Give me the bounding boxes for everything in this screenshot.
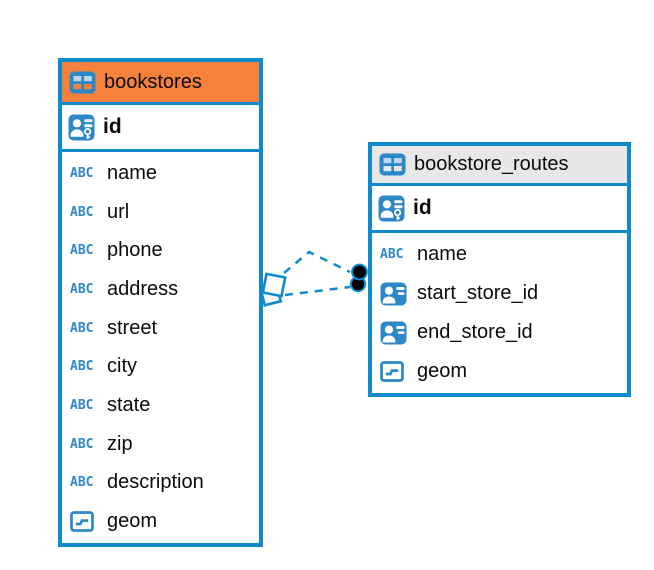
geometry-type-icon — [70, 511, 99, 533]
column-row-street[interactable]: ABC street — [62, 309, 259, 348]
relationship-edge[interactable] — [284, 285, 351, 297]
column-name: phone — [107, 239, 163, 262]
one-end-dot-marker — [349, 263, 368, 293]
column-row-state[interactable]: ABC state — [62, 386, 259, 425]
text-type-icon: ABC — [70, 436, 94, 452]
text-type-icon: ABC — [70, 359, 94, 375]
table-icon — [69, 71, 96, 94]
relationship-edge[interactable] — [283, 250, 351, 274]
table-header-bookstores[interactable]: bookstores — [62, 62, 259, 105]
column-name: id — [413, 196, 432, 219]
text-type-icon: ABC — [70, 204, 94, 220]
many-end-diamond-marker — [259, 272, 287, 307]
primary-key-icon — [68, 114, 95, 141]
table-header-bookstore-routes[interactable]: bookstore_routes — [372, 146, 627, 186]
column-name: city — [107, 355, 137, 378]
table-bookstore-routes[interactable]: bookstore_routes id ABC name start_store_i… — [368, 142, 631, 397]
column-row-end_store_id[interactable]: end_store_id — [372, 313, 627, 352]
column-row-name[interactable]: ABC name — [62, 154, 259, 193]
column-row-address[interactable]: ABC address — [62, 270, 259, 309]
foreign-key-icon — [380, 321, 409, 345]
column-row-url[interactable]: ABC url — [62, 193, 259, 232]
text-type-icon: ABC — [70, 243, 94, 259]
column-name: name — [107, 161, 158, 184]
column-name: state — [107, 394, 151, 417]
table-name: bookstore_routes — [414, 153, 569, 175]
column-name: zip — [107, 432, 133, 455]
column-row-name[interactable]: ABC name — [372, 235, 627, 274]
text-type-icon: ABC — [380, 247, 404, 262]
column-row-geom[interactable]: geom — [62, 502, 259, 541]
column-name: geom — [107, 510, 158, 533]
column-row-description[interactable]: ABC description — [62, 464, 259, 503]
table-name: bookstores — [104, 70, 202, 93]
text-type-icon: ABC — [70, 281, 94, 297]
column-row-id[interactable]: id — [62, 105, 259, 152]
column-name: end_store_id — [417, 321, 533, 343]
table-icon — [379, 153, 406, 176]
column-row-start_store_id[interactable]: start_store_id — [372, 274, 627, 313]
foreign-key-icon — [380, 282, 409, 306]
column-row-zip[interactable]: ABC zip — [62, 425, 259, 464]
column-name: start_store_id — [417, 282, 539, 304]
column-name: street — [107, 316, 158, 339]
geometry-type-icon — [380, 361, 409, 382]
text-type-icon: ABC — [70, 475, 94, 491]
column-row-phone[interactable]: ABC phone — [62, 231, 259, 270]
column-row-geom[interactable]: geom — [372, 352, 627, 391]
text-type-icon: ABC — [70, 398, 94, 414]
column-name: description — [107, 471, 204, 494]
column-name: url — [107, 200, 130, 223]
column-row-city[interactable]: ABC city — [62, 348, 259, 387]
column-name: id — [103, 115, 122, 138]
column-name: geom — [417, 360, 468, 382]
column-name: address — [107, 277, 179, 300]
column-row-id[interactable]: id — [372, 186, 627, 233]
primary-key-icon — [378, 195, 405, 222]
text-type-icon: ABC — [70, 320, 94, 336]
text-type-icon: ABC — [70, 165, 94, 181]
column-name: name — [417, 243, 468, 265]
